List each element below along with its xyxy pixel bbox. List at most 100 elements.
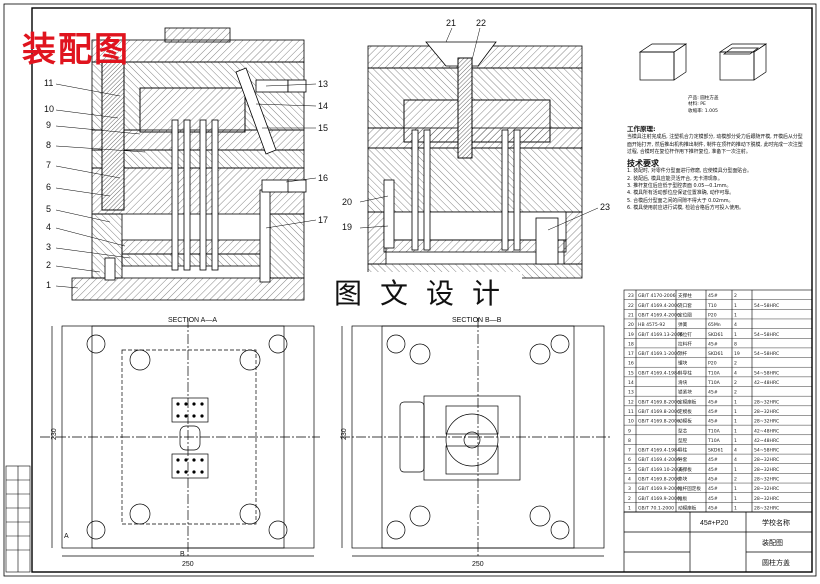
bom-cell: 1 (734, 506, 737, 512)
bom-cell: 54~58HRC (754, 332, 779, 338)
bom-cell: GB/T 4169.1-2006 (638, 351, 680, 357)
bom-cell: 45# (708, 293, 718, 299)
bom-cell: T10A (707, 370, 721, 376)
bom-cell: 限位钉 (678, 331, 692, 338)
part-label: 22 (476, 18, 486, 28)
bom-cell: 8 (734, 341, 737, 347)
bom-cell: 斜导柱 (678, 369, 692, 376)
part-label: 4 (46, 222, 51, 232)
bom-cell: 型芯 (678, 427, 688, 434)
bom-cell: 45# (708, 496, 718, 502)
bom-cell: GB/T 4169.4-2006 (638, 312, 680, 318)
part-label: 16 (318, 173, 328, 183)
bom-cell: HB 4575-92 (638, 322, 665, 328)
bom-cell: GB/T 4169.4-1984 (638, 370, 680, 376)
section-b-label: SECTION B—B (452, 317, 502, 324)
part-label: 9 (46, 120, 51, 130)
bom-cell: 1 (734, 486, 737, 492)
bom-cell: 28~32HRC (754, 467, 779, 473)
bom-cell: 28~32HRC (754, 496, 779, 502)
bom-cell: 动模座板 (678, 505, 697, 512)
bom-cell: GB/T 4169.9-2006 (638, 486, 680, 492)
bom-cell: 型腔 (678, 437, 688, 444)
bom-cell: 导柱 (678, 447, 688, 454)
bom-cell: SKD61 (708, 351, 723, 357)
bom-cell: 22 (628, 303, 634, 309)
bom-cell: 3 (628, 486, 631, 492)
bom-cell: 18 (628, 341, 634, 347)
product-sketch (638, 43, 768, 81)
section-mark: B (180, 551, 185, 558)
drawing-name: 装配图 (762, 538, 783, 547)
bom-cell: 54~58HRC (754, 303, 779, 309)
part-name: 圆柱方盖 (762, 558, 790, 567)
bom-cell: GB/T 4170-2006 (638, 293, 676, 299)
work-title: 工作原理: (627, 125, 656, 133)
dimension-width: 250 (472, 561, 484, 568)
bom-cell: 2 (734, 390, 737, 396)
bom-cell: 28~32HRC (754, 399, 779, 405)
bom-cell: 1 (734, 496, 737, 502)
bom-cell: 1 (734, 332, 737, 338)
bom-cell: 45# (708, 341, 718, 347)
part-label: 21 (446, 18, 456, 28)
part-label: 17 (318, 215, 328, 225)
tech-item: 3. 推杆复位后应低于型腔表面 0.05—0.1mm。 (627, 183, 732, 190)
product-shrink: 收缩率: 1.005 (688, 108, 718, 114)
bom-cell: 2 (734, 293, 737, 299)
bom-cell: 4 (734, 370, 737, 376)
bom-cell: 45# (708, 419, 718, 425)
bom-cell: GB/T 4169.4-2006 (638, 303, 680, 309)
bom-cell: 拉料杆 (678, 340, 692, 347)
tech-item: 1. 装配时, 对零件分型面进行修磨, 应使模具分型面贴合。 (627, 168, 752, 175)
labels-mid: 21 22 20 19 23 (342, 18, 610, 232)
bom-cell: T10A (707, 428, 721, 434)
plan-a (40, 318, 320, 557)
bom-cell: 45# (708, 477, 718, 483)
drawing-title: 装配图 (22, 30, 130, 70)
part-label: 10 (44, 104, 54, 114)
bom-cell: 1 (734, 428, 737, 434)
labels-left: 11 10 9 8 7 6 5 4 3 2 1 13 14 15 16 17 (44, 78, 328, 290)
product-material: 材料: PE (688, 102, 706, 108)
material-spec: 45#+P20 (700, 520, 728, 527)
bom-cell: 1 (734, 399, 737, 405)
bom-cell: 13 (628, 390, 634, 396)
bom-cell: 14 (628, 380, 634, 386)
bom-cell: 1 (628, 506, 631, 512)
bom-cell: 54~58HRC (754, 370, 779, 376)
bom-cell: GB/T 4169.8-2006 (638, 409, 680, 415)
bom-cell: 10 (628, 419, 634, 425)
tech-item: 5. 合模后分型面之间的间隙不得大于 0.02mm。 (627, 197, 734, 204)
bom-cell: 45# (708, 486, 718, 492)
bom-cell: 8 (628, 438, 631, 444)
bom-cell: 28~32HRC (754, 457, 779, 463)
part-label: 14 (318, 101, 328, 111)
tech-title: 技术要求 (627, 159, 659, 169)
bom-cell: 5 (628, 467, 631, 473)
title-block (623, 511, 813, 573)
bom-cell: 23 (628, 293, 634, 299)
bom-cell: GB/T 4169.10-2006 (638, 467, 683, 473)
part-label: 13 (318, 79, 328, 89)
school-name: 学校名称 (762, 518, 790, 527)
bom-cell: 17 (628, 351, 634, 357)
bom-cell: T10 (707, 303, 717, 309)
bom-cell: 19 (628, 332, 634, 338)
bom-cell: 定位圈 (678, 311, 692, 318)
bom-cell: 2 (734, 477, 737, 483)
bom-cell: 1 (734, 303, 737, 309)
bom-cell: GB/T 70.1-2000 (638, 506, 674, 512)
part-label: 5 (46, 204, 51, 214)
bom-cell: 锁紧块 (678, 389, 692, 396)
part-label: 11 (44, 78, 53, 88)
bom-cell: 2 (734, 361, 737, 367)
bom-cell: 推板 (678, 495, 688, 502)
bom-cell: 28~32HRC (754, 419, 779, 425)
part-label: 1 (46, 280, 51, 290)
bom-cell: 4 (734, 322, 737, 328)
part-label: 7 (46, 160, 51, 170)
